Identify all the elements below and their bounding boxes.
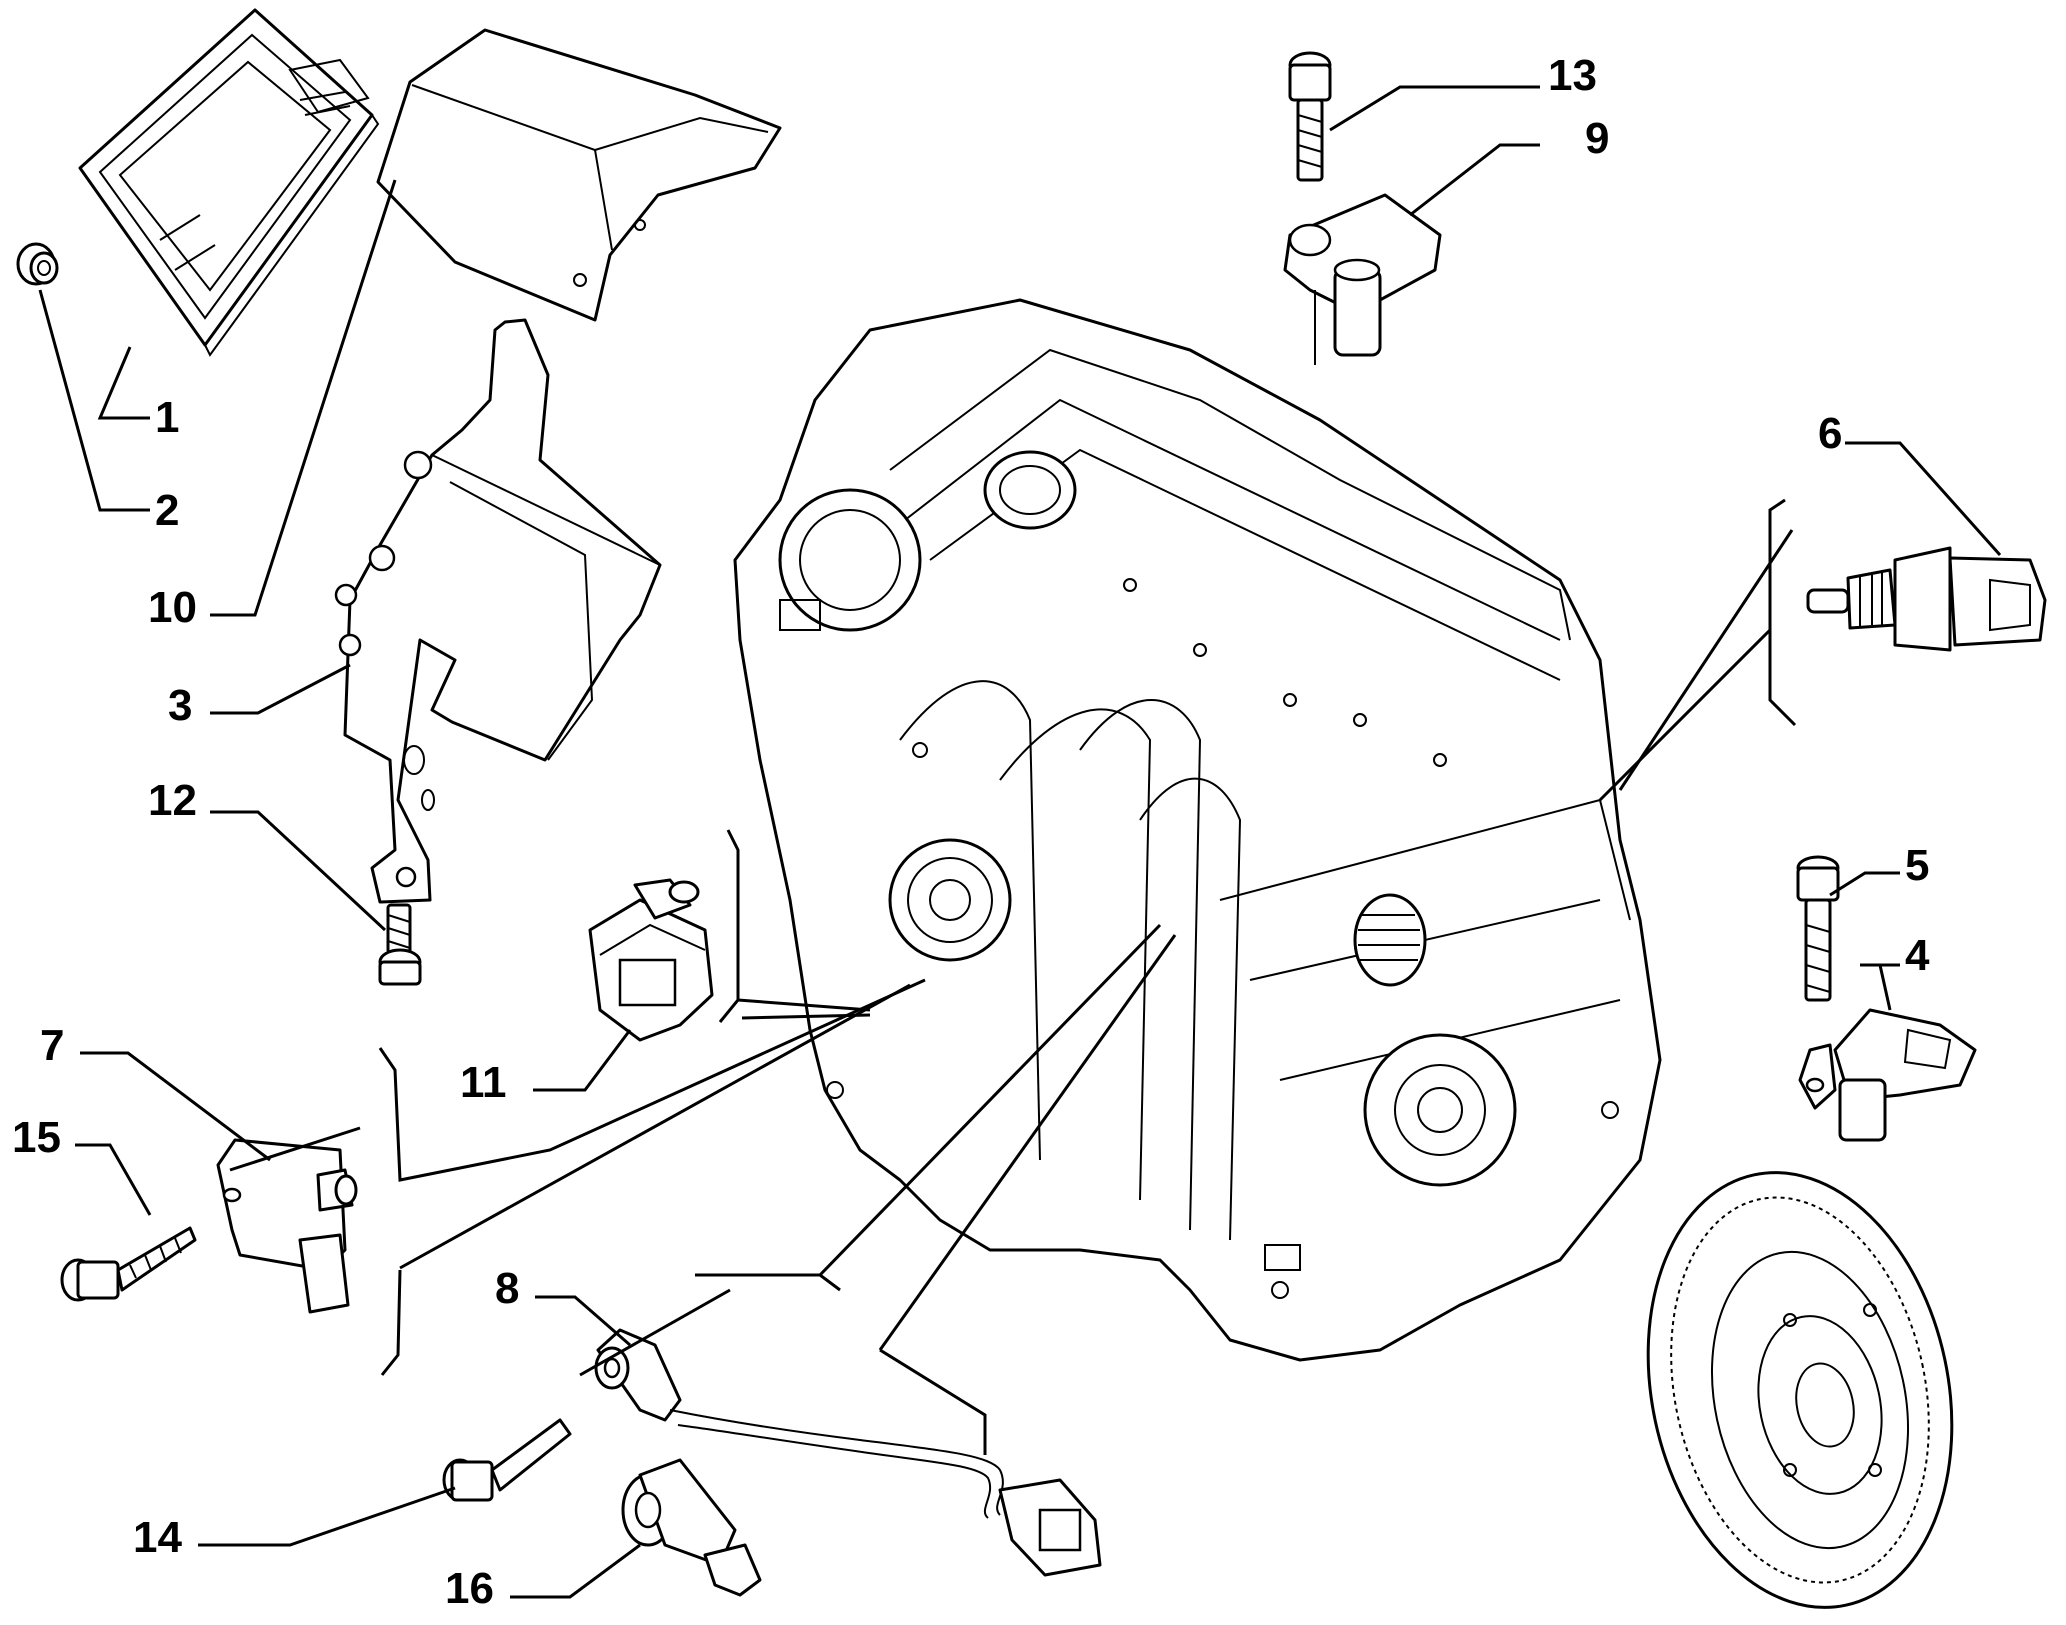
callout-7: 7: [40, 1021, 64, 1070]
callout-5: 5: [1905, 841, 1929, 890]
sensor-bolt[interactable]: [1796, 855, 1840, 1002]
solenoid-valve[interactable]: [588, 878, 714, 1042]
callout-2: 2: [155, 486, 179, 535]
callout-16: 16: [445, 1564, 494, 1613]
flywheel[interactable]: [1609, 1144, 1990, 1625]
callout-1: 1: [155, 393, 179, 442]
engine-assembly[interactable]: [733, 298, 1662, 1362]
callout-8: 8: [495, 1264, 519, 1313]
callout-11: 11: [460, 1058, 507, 1107]
callout-14: 14: [133, 1513, 182, 1562]
callout-13: 13: [1548, 51, 1597, 100]
callout-12: 12: [148, 776, 197, 825]
callout-9: 9: [1585, 114, 1609, 163]
callout-10: 10: [148, 583, 197, 632]
grommet[interactable]: [16, 242, 59, 286]
ecu-module[interactable]: [78, 8, 380, 357]
knock-sensor-bolt[interactable]: [442, 1418, 572, 1502]
crank-position-sensor[interactable]: [1798, 1008, 1977, 1142]
callout-labels: 13 9 6 5 4 1 2 10 3 12 11 7 15 8 14 16: [12, 51, 1930, 1613]
leader-lines: [38, 85, 2002, 1599]
callout-3: 3: [168, 681, 192, 730]
callout-6: 6: [1818, 409, 1842, 458]
callout-15: 15: [12, 1113, 61, 1162]
cover-shield[interactable]: [376, 28, 782, 322]
callout-4: 4: [1905, 931, 1930, 980]
map-sensor[interactable]: [216, 1138, 358, 1314]
knock-sensor[interactable]: [621, 1458, 762, 1597]
cam-position-sensor[interactable]: [1283, 51, 1442, 365]
knock-sensor-harness[interactable]: [594, 1328, 1102, 1577]
bracket-bolt[interactable]: [378, 903, 422, 986]
temperature-sensor[interactable]: [1806, 546, 2047, 652]
map-sensor-bolt[interactable]: [60, 1226, 197, 1302]
mounting-bracket[interactable]: [334, 318, 662, 904]
